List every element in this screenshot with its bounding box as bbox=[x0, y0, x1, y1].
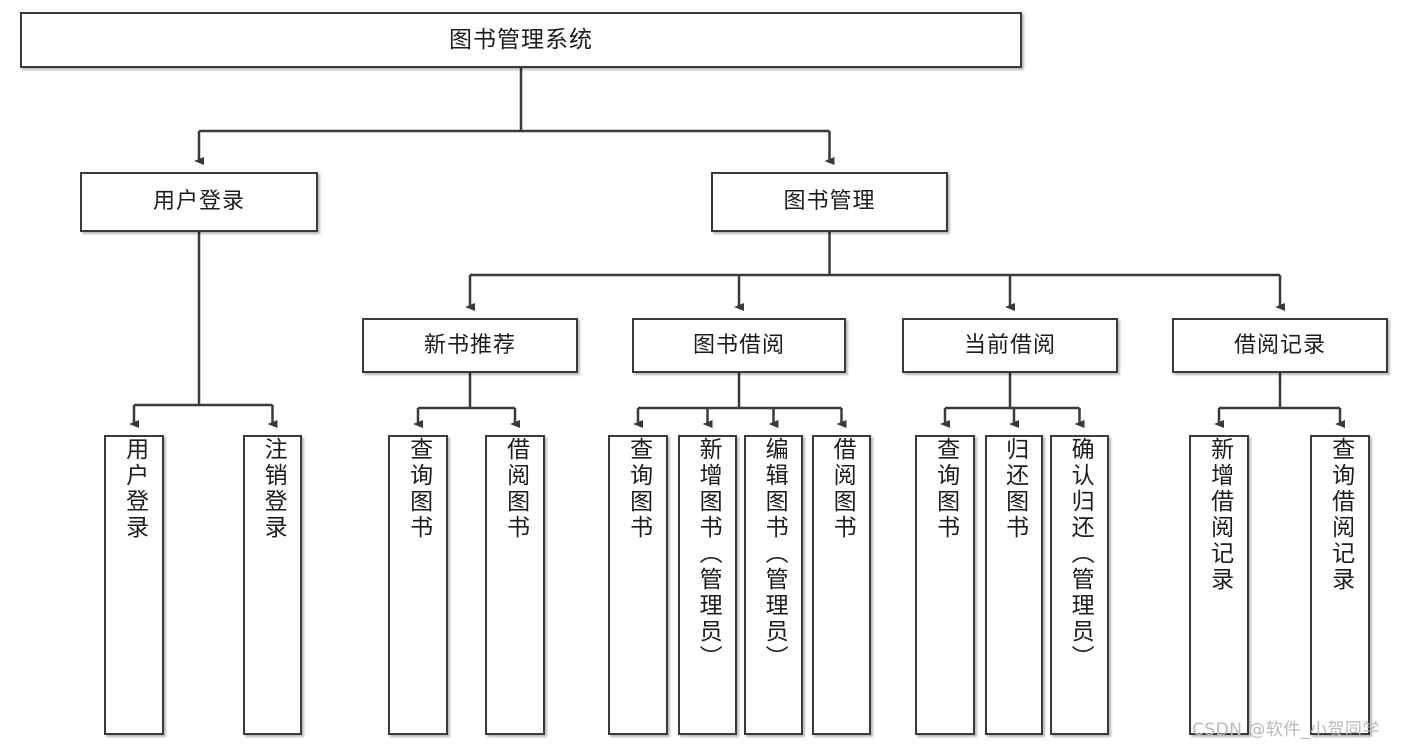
node-newrec[interactable]: 新书推荐 bbox=[362, 318, 578, 373]
node-label: 查询图书 bbox=[932, 437, 959, 541]
node-leaf8[interactable]: 借阅图书 bbox=[812, 435, 871, 735]
node-leaf11[interactable]: 确认归还（管理员） bbox=[1050, 435, 1109, 735]
node-leaf9[interactable]: 查询图书 bbox=[915, 435, 975, 735]
node-bookmgmt[interactable]: 图书管理 bbox=[711, 172, 948, 232]
node-label: 确认归还（管理员） bbox=[1067, 437, 1094, 671]
node-leaf2[interactable]: 注销登录 bbox=[243, 435, 302, 735]
node-label: 查询图书 bbox=[625, 437, 652, 541]
node-borrow[interactable]: 图书借阅 bbox=[632, 318, 846, 373]
node-label: 图书管理系统 bbox=[449, 26, 593, 53]
node-leaf7[interactable]: 编辑图书（管理员） bbox=[744, 435, 803, 735]
node-label: 借阅图书 bbox=[829, 437, 856, 541]
node-label: 查询借阅记录 bbox=[1327, 437, 1354, 593]
node-records[interactable]: 借阅记录 bbox=[1172, 318, 1388, 373]
node-leaf4[interactable]: 借阅图书 bbox=[485, 435, 545, 735]
node-label: 新增借阅记录 bbox=[1206, 437, 1233, 593]
node-label: 查询图书 bbox=[405, 437, 432, 541]
node-leaf12[interactable]: 新增借阅记录 bbox=[1189, 435, 1249, 735]
node-label: 图书借阅 bbox=[692, 332, 785, 358]
node-label: 编辑图书（管理员） bbox=[761, 437, 788, 671]
node-leaf1[interactable]: 用户登录 bbox=[104, 435, 164, 735]
node-leaf6[interactable]: 新增图书（管理员） bbox=[678, 435, 737, 735]
node-label: 注销登录 bbox=[260, 437, 287, 541]
node-label: 新书推荐 bbox=[423, 332, 516, 358]
node-label: 当前借阅 bbox=[963, 332, 1056, 358]
node-leaf3[interactable]: 查询图书 bbox=[388, 435, 448, 735]
node-current[interactable]: 当前借阅 bbox=[902, 318, 1118, 373]
node-label: 借阅图书 bbox=[502, 437, 529, 541]
node-login[interactable]: 用户登录 bbox=[80, 172, 318, 232]
node-label: 图书管理 bbox=[783, 189, 876, 215]
node-label: 用户登录 bbox=[121, 437, 148, 541]
node-label: 用户登录 bbox=[152, 189, 245, 215]
node-root[interactable]: 图书管理系统 bbox=[20, 12, 1022, 68]
node-label: 新增图书（管理员） bbox=[695, 437, 722, 671]
node-leaf10[interactable]: 归还图书 bbox=[985, 435, 1043, 735]
node-label: 归还图书 bbox=[1001, 437, 1028, 541]
node-label: 借阅记录 bbox=[1233, 332, 1326, 358]
csdn-watermark: CSDN @软件_小贺同学 bbox=[1192, 720, 1380, 740]
node-leaf13[interactable]: 查询借阅记录 bbox=[1310, 435, 1370, 735]
node-leaf5[interactable]: 查询图书 bbox=[608, 435, 668, 735]
